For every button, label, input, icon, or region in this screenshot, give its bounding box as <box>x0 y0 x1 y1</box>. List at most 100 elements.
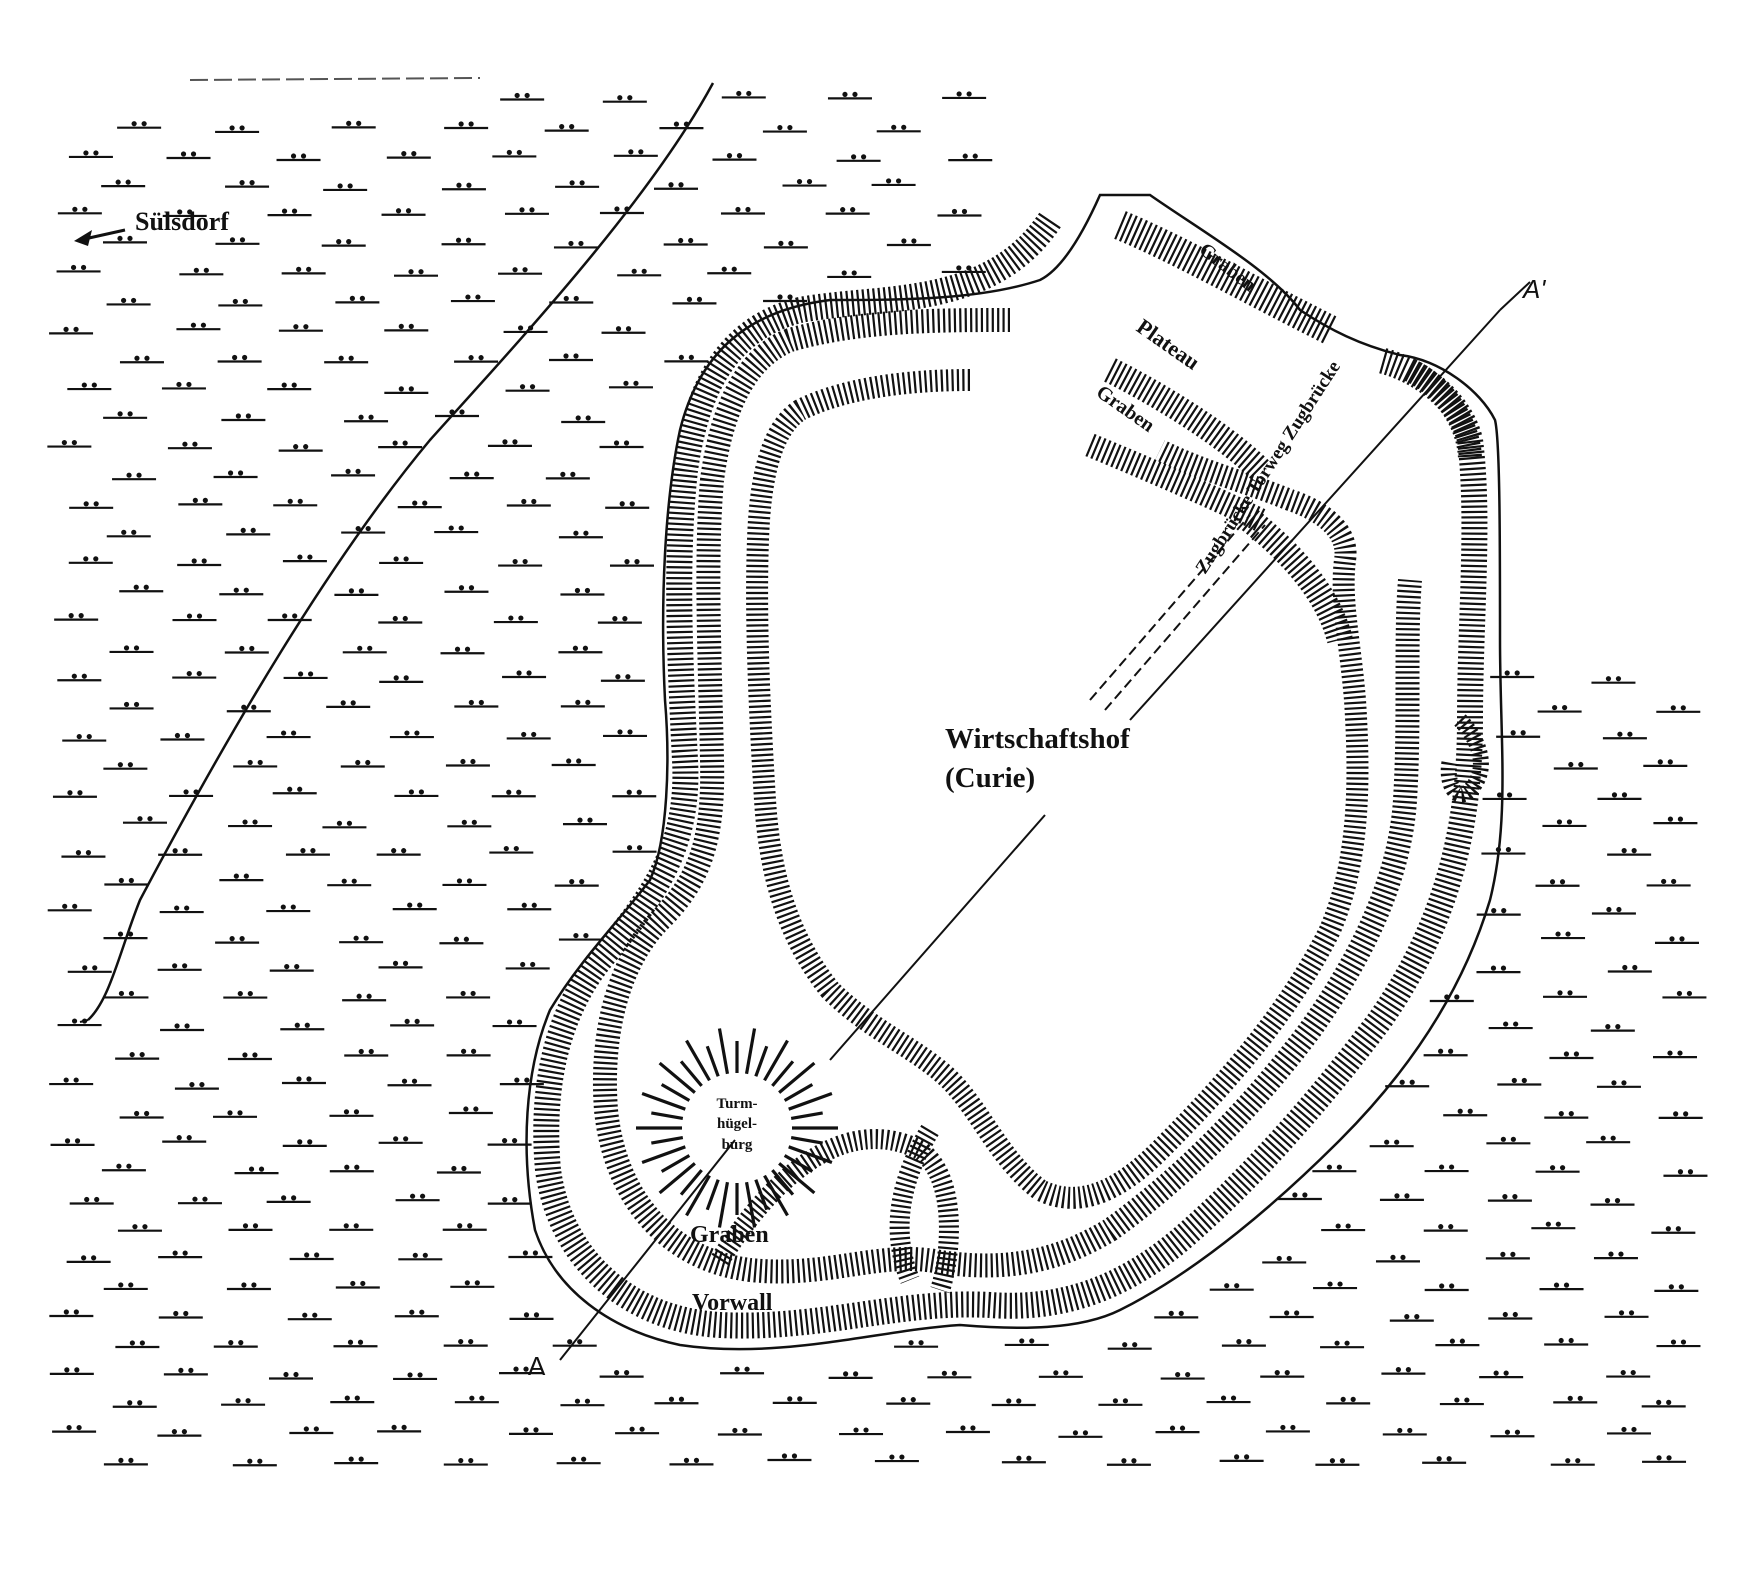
marsh-symbol <box>941 265 986 274</box>
marsh-symbol <box>772 1396 817 1404</box>
marsh-symbol <box>1596 1080 1641 1088</box>
mound-ray <box>790 1111 823 1121</box>
mound-ray <box>685 1039 711 1082</box>
marsh-symbol <box>52 1424 97 1433</box>
marsh-symbol <box>1531 1221 1576 1230</box>
marsh-symbol <box>1262 1255 1307 1264</box>
marsh-symbol <box>157 963 202 971</box>
marsh-symbol <box>1656 705 1701 713</box>
marsh-symbol <box>103 1457 148 1466</box>
marsh-symbol <box>1423 1048 1468 1057</box>
marsh-symbol <box>228 1223 273 1231</box>
marsh-symbol <box>329 1223 374 1231</box>
marsh-symbol <box>1606 1369 1651 1378</box>
marsh-symbol <box>1543 990 1588 998</box>
marsh-symbol <box>948 153 993 162</box>
marsh-symbol <box>106 529 151 538</box>
marsh-symbol <box>597 616 642 624</box>
marsh-symbol <box>612 845 657 853</box>
marsh-symbol <box>1658 1111 1703 1119</box>
marsh-symbol <box>331 468 376 477</box>
marsh-symbol <box>281 1076 326 1085</box>
marsh-symbol <box>1481 846 1526 855</box>
arrow-icon <box>74 228 126 246</box>
marsh-symbol <box>1379 1193 1424 1201</box>
marsh-symbol <box>454 699 499 708</box>
marsh-symbol <box>991 1398 1036 1407</box>
hatched-wall <box>533 212 1488 1339</box>
marsh-symbol <box>344 414 389 423</box>
marsh-symbol <box>167 441 212 450</box>
marsh-symbol <box>1422 1456 1467 1464</box>
marsh-symbol <box>454 355 499 363</box>
marsh-symbol <box>57 206 102 215</box>
marsh-symbol <box>503 325 548 334</box>
section-start-label: A <box>528 1351 546 1381</box>
marsh-symbol <box>1606 1426 1651 1435</box>
marsh-symbol <box>219 587 264 596</box>
marsh-symbol <box>556 1456 601 1465</box>
marsh-symbol <box>103 411 148 419</box>
marsh-symbol <box>392 902 437 911</box>
marsh-symbol <box>707 266 752 275</box>
marsh-symbol <box>558 530 603 539</box>
marsh-symbol <box>1260 1370 1305 1378</box>
marsh-symbol <box>163 1367 208 1376</box>
marsh-symbol <box>109 645 154 654</box>
marsh-symbol <box>321 239 366 247</box>
mound-ray <box>778 1162 816 1195</box>
marsh-symbol <box>341 525 386 534</box>
marsh-symbol <box>323 183 368 192</box>
marsh-symbol <box>1315 1458 1360 1466</box>
marsh-symbol <box>1488 1311 1533 1320</box>
marsh-symbol <box>1544 1337 1589 1346</box>
marsh-symbol <box>115 1340 160 1349</box>
marsh-symbol <box>177 1196 222 1205</box>
marsh-symbol <box>506 498 551 507</box>
marsh-symbol <box>52 790 97 798</box>
marsh-symbol <box>603 729 648 738</box>
marsh-symbol <box>1496 730 1541 738</box>
mound-ray <box>788 1091 833 1111</box>
marsh-symbol <box>717 1427 762 1436</box>
marsh-symbol <box>1486 1136 1531 1145</box>
marsh-symbol <box>1591 906 1636 915</box>
marsh-symbol <box>104 877 149 886</box>
marsh-symbol <box>49 326 94 335</box>
marsh-symbol <box>450 294 495 303</box>
marsh-symbol <box>378 440 423 449</box>
marsh-symbol <box>1590 1197 1635 1206</box>
marsh-symbol <box>1312 1164 1357 1173</box>
hatched-wall <box>711 1129 959 1294</box>
marsh-symbol <box>386 151 431 159</box>
marsh-symbol <box>1642 1455 1687 1463</box>
marsh-symbol <box>285 848 330 856</box>
marsh-symbol <box>390 1018 435 1027</box>
mound-ray <box>783 1154 814 1173</box>
mound-ray <box>754 1045 769 1077</box>
marsh-symbol <box>1320 1340 1365 1349</box>
marsh-symbol <box>434 525 479 534</box>
marsh-symbol <box>119 355 164 364</box>
marsh-symbol <box>663 237 708 246</box>
marsh-symbol <box>1107 1342 1152 1350</box>
marsh-symbol <box>1221 1339 1266 1347</box>
marsh-symbol <box>278 324 323 332</box>
mound-ray <box>771 1060 795 1087</box>
marsh-symbol <box>562 817 607 826</box>
marsh-symbol <box>393 1372 438 1381</box>
marsh-symbol <box>1604 1310 1649 1318</box>
marsh-symbol <box>221 1398 266 1406</box>
marsh-symbol <box>450 1280 495 1288</box>
hatched-wall <box>889 1124 939 1284</box>
marsh-symbol <box>1646 878 1691 887</box>
marsh-symbol <box>266 1195 311 1203</box>
section-line <box>559 1139 736 1361</box>
marsh-symbol <box>1476 965 1521 974</box>
marsh-symbol <box>50 1138 95 1146</box>
marsh-symbol <box>1385 1079 1430 1088</box>
marsh-symbol <box>49 1077 94 1086</box>
moat-inner-label: Graben <box>690 1222 769 1248</box>
marsh-symbol <box>827 91 872 100</box>
marsh-symbol <box>329 1164 374 1173</box>
